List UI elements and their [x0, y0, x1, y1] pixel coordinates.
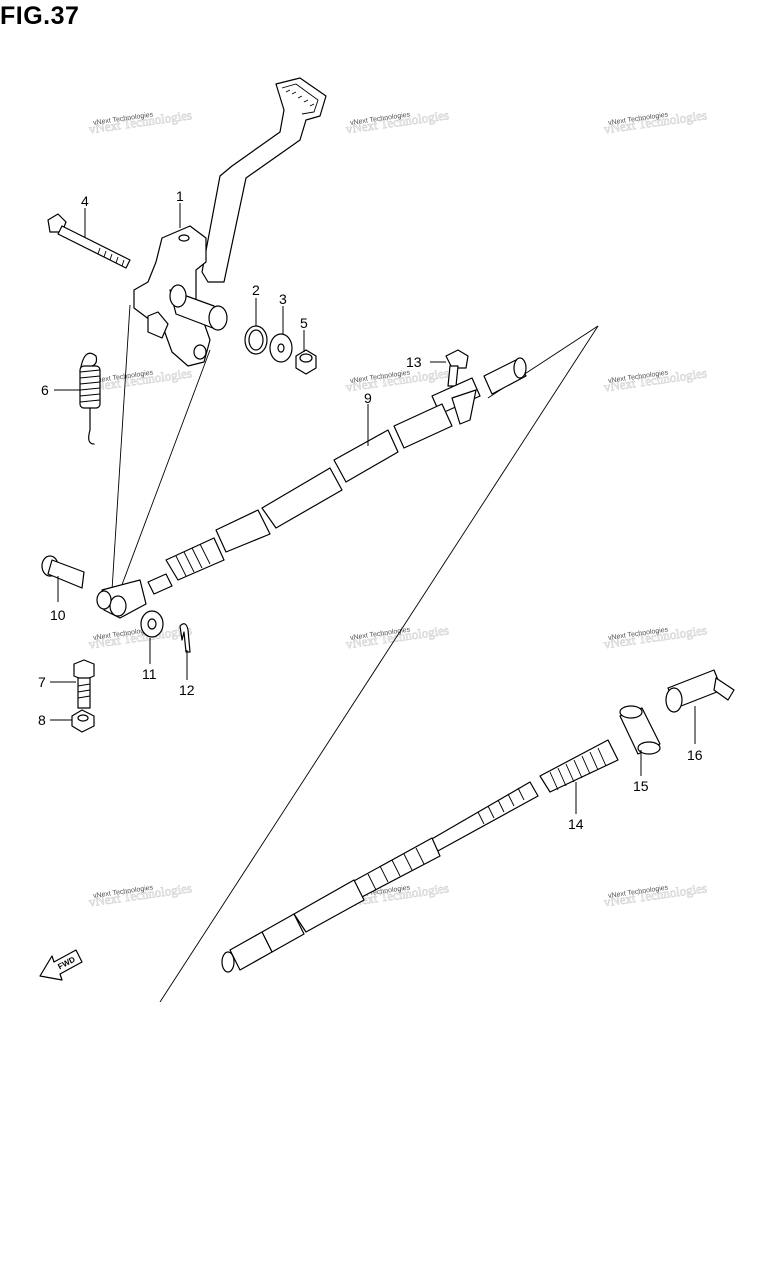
nut-5 — [295, 349, 317, 375]
fwd-arrow: FWD — [39, 949, 83, 981]
bolt-13 — [445, 349, 469, 387]
callout-1: 1 — [176, 188, 184, 204]
watermark: vNext Technologies vNext Technologies — [87, 365, 193, 395]
callout-15: 15 — [633, 778, 649, 794]
watermark: vNext Technologies vNext Technologies — [87, 107, 193, 137]
brake-cable-upper — [147, 357, 527, 595]
callout-12: 12 — [179, 682, 195, 698]
bolt-7 — [73, 659, 95, 709]
watermark: vNext Technologies vNext Technologies — [344, 365, 450, 395]
callout-14: 14 — [568, 816, 584, 832]
figure-title: FIG.37 — [0, 2, 80, 30]
cotter-pin-12 — [179, 623, 191, 653]
watermark: vNext Technologies vNext Technologies — [87, 622, 193, 652]
washer-11 — [140, 610, 164, 638]
watermarks: vNext Technologies vNext Technologies vN… — [87, 107, 708, 910]
spring-6 — [79, 352, 101, 445]
callouts: 1 2 3 4 5 6 7 8 9 10 11 12 13 14 15 16 — [38, 188, 703, 832]
callout-6: 6 — [41, 382, 49, 398]
spring-14 — [539, 739, 619, 793]
callout-8: 8 — [38, 712, 46, 728]
clevis-yoke — [96, 579, 147, 619]
callout-11: 11 — [142, 666, 157, 682]
brake-cable-lower — [221, 781, 539, 973]
callout-13: 13 — [406, 354, 422, 370]
callout-10: 10 — [50, 607, 66, 623]
bolt-4 — [47, 213, 131, 269]
watermark: vNext Technologies vNext Technologies — [602, 365, 708, 395]
callout-7: 7 — [38, 674, 46, 690]
brake-pedal — [133, 77, 327, 367]
leader-lines — [50, 203, 696, 814]
ring-2 — [244, 325, 268, 355]
callout-16: 16 — [687, 747, 703, 763]
watermark: vNext Technologies vNext Technologies — [602, 622, 708, 652]
clevis-pin-10 — [41, 555, 85, 589]
collar-15 — [619, 705, 661, 755]
callout-5: 5 — [300, 315, 308, 331]
callout-4: 4 — [81, 193, 89, 209]
watermark: vNext Technologies vNext Technologies — [87, 880, 193, 910]
nut-8 — [71, 709, 95, 733]
washer-3 — [269, 333, 293, 363]
watermark: vNext Technologies vNext Technologies — [602, 880, 708, 910]
callout-3: 3 — [279, 291, 287, 307]
watermark: vNext Technologies vNext Technologies — [602, 107, 708, 137]
end-fitting-16 — [665, 669, 735, 713]
callout-2: 2 — [252, 282, 260, 298]
callout-9: 9 — [364, 390, 372, 406]
watermark: vNext Technologies vNext Technologies — [344, 107, 450, 137]
